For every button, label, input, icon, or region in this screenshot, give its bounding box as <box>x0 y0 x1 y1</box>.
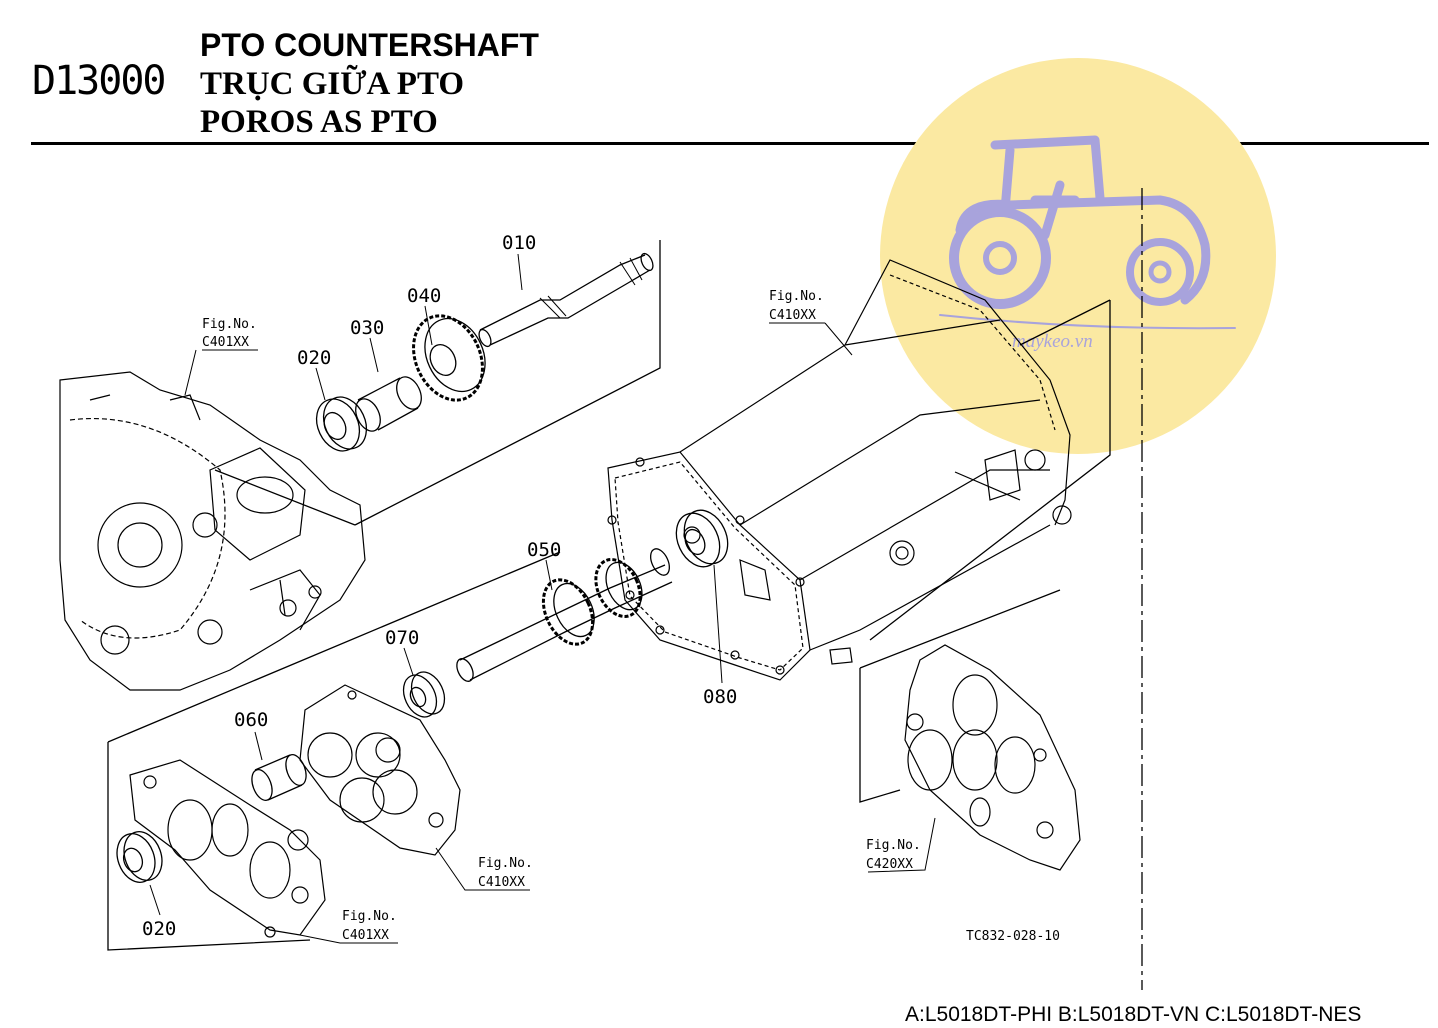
gear-040 <box>412 314 486 402</box>
figref-bottom-left: C401XX <box>342 928 389 943</box>
figref-prefix-top-left: Fig.No. <box>202 317 257 332</box>
label-070: 070 <box>385 627 419 649</box>
title-indonesian: POROS AS PTO <box>200 104 438 140</box>
figref-top-right: C410XX <box>769 308 816 323</box>
page-code: D13000 <box>32 58 166 104</box>
bearing-020-top <box>315 396 368 452</box>
figref-prefix-bottom-middle: Fig.No. <box>478 856 533 871</box>
header-rule <box>31 142 1429 145</box>
collar-060 <box>251 731 307 801</box>
label-020-bottom: 020 <box>142 918 176 940</box>
label-020-top: 020 <box>297 347 331 369</box>
label-030: 030 <box>350 317 384 339</box>
cover-plate <box>299 684 530 891</box>
model-list: A:L5018DT-PHI B:L5018DT-VN C:L5018DT-NES <box>905 1003 1362 1026</box>
title-vietnamese: TRỤC GIỮA PTO <box>200 66 465 102</box>
figref-bottom-right: C420XX <box>866 857 913 872</box>
label-010: 010 <box>502 232 536 254</box>
watermark-logo: maykeo.vn <box>880 58 1276 454</box>
tractor-icon <box>939 135 1236 330</box>
panel-right-top <box>869 299 1111 641</box>
shaft-050 <box>456 548 673 682</box>
panel-upper <box>354 240 661 526</box>
label-040: 040 <box>407 285 441 307</box>
label-060: 060 <box>234 709 268 731</box>
collar-030 <box>355 376 422 432</box>
title-english: PTO COUNTERSHAFT <box>200 27 539 63</box>
bearing-020-bottom <box>116 831 163 916</box>
watermark-circle <box>880 58 1276 454</box>
lower-housing <box>129 759 398 944</box>
gearbox-case <box>607 259 1072 681</box>
left-housing <box>59 371 366 691</box>
shaft-010 <box>478 252 654 348</box>
figref-bottom-middle: C410XX <box>478 875 525 890</box>
figref-prefix-top-right: Fig.No. <box>769 289 824 304</box>
panel-right-bottom <box>859 589 1061 803</box>
watermark-text: maykeo.vn <box>1012 331 1093 352</box>
figref-prefix-bottom-left: Fig.No. <box>342 909 397 924</box>
drawing-code: TC832-028-10 <box>966 929 1060 944</box>
label-050: 050 <box>527 539 561 561</box>
rear-cover <box>867 644 1081 873</box>
label-080: 080 <box>703 686 737 708</box>
bearing-070 <box>402 647 446 718</box>
figref-prefix-bottom-right: Fig.No. <box>866 838 921 853</box>
bearing-080 <box>675 509 729 684</box>
figref-top-left: C401XX <box>202 335 249 350</box>
panel-lower <box>107 551 561 951</box>
